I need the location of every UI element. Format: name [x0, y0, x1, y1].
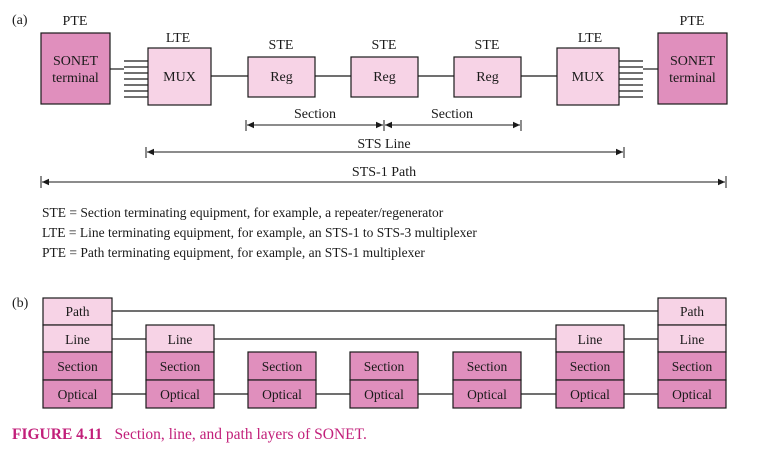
lte-label-right: LTE — [578, 31, 602, 46]
layer-section-box — [247, 351, 317, 381]
layer-line-label: Line — [65, 332, 90, 347]
sts1-path-label: STS-1 Path — [352, 165, 416, 180]
layer-optical-box — [657, 379, 727, 409]
layer-line-label: Line — [168, 332, 193, 347]
layer-line-label: Line — [578, 332, 603, 347]
layer-optical-label: Optical — [467, 387, 507, 402]
layer-section-box — [42, 351, 113, 381]
sonet-terminal-right-line1: SONET — [670, 54, 716, 69]
layer-optical-box — [42, 379, 113, 409]
definition-pte: PTE = Path terminating equipment, for ex… — [42, 245, 425, 260]
pte-label-right: PTE — [680, 14, 705, 29]
layer-optical-box — [349, 379, 419, 409]
figure-caption: FIGURE 4.11 Section, line, and path layer… — [12, 426, 367, 444]
ste-label-1: STE — [269, 38, 294, 53]
layer-stack-pte-left: Path Line Section Optical — [42, 297, 113, 409]
sonet-terminal-left — [40, 32, 111, 105]
layer-optical-label: Optical — [364, 387, 404, 402]
section-span-label-2: Section — [431, 107, 473, 122]
layer-section-box — [349, 351, 419, 381]
layer-section-label: Section — [160, 359, 201, 374]
layer-line-box — [145, 324, 215, 353]
layer-optical-label: Optical — [160, 387, 200, 402]
sonet-terminal-right — [657, 32, 728, 105]
section-span-label-1: Section — [294, 107, 336, 122]
regenerator-2-label: Reg — [373, 70, 396, 85]
ste-label-3: STE — [475, 38, 500, 53]
regenerator-3 — [453, 56, 522, 98]
lte-label-left: LTE — [166, 31, 190, 46]
layer-stack-pte-right: Path Line Section Optical — [657, 297, 727, 409]
sts-line-span-arrow — [145, 147, 625, 158]
pte-label-left: PTE — [63, 14, 88, 29]
sonet-terminal-left-line1: SONET — [53, 54, 99, 69]
layer-stack-ste-1: Section Optical — [247, 351, 317, 409]
layer-section-label: Section — [570, 359, 611, 374]
layer-optical-label: Optical — [58, 387, 98, 402]
layer-section-label: Section — [262, 359, 303, 374]
layer-path-box — [42, 297, 113, 326]
layer-optical-label: Optical — [262, 387, 302, 402]
layer-stack-lte-left: Line Section Optical — [145, 324, 215, 409]
layer-optical-label: Optical — [570, 387, 610, 402]
layer-optical-label: Optical — [672, 387, 712, 402]
part-b-label: (b) — [12, 296, 29, 311]
mux-tributary-lines-right — [619, 60, 643, 98]
layer-path-box — [657, 297, 727, 326]
layer-optical-box — [555, 379, 625, 409]
definition-lte: LTE = Line terminating equipment, for ex… — [42, 225, 477, 240]
layer-stack-ste-2: Section Optical — [349, 351, 419, 409]
mux-right-label: MUX — [572, 70, 605, 85]
layer-line-label: Line — [680, 332, 705, 347]
definition-ste: STE = Section terminating equipment, for… — [42, 205, 444, 220]
sts1-path-span-arrow — [40, 176, 727, 188]
layer-stack-ste-3: Section Optical — [452, 351, 522, 409]
layer-section-label: Section — [364, 359, 405, 374]
part-a-label: (a) — [12, 13, 28, 28]
sts-line-label: STS Line — [357, 137, 410, 152]
layer-path-label: Path — [680, 304, 704, 319]
section-span-arrows — [245, 120, 522, 131]
sonet-terminal-right-line2: terminal — [669, 71, 716, 86]
mux-left-label: MUX — [163, 70, 196, 85]
layer-optical-box — [452, 379, 522, 409]
layer-stack-lte-right: Line Section Optical — [555, 324, 625, 409]
figure-number: FIGURE 4.11 — [12, 426, 103, 443]
figure-caption-text: Section, line, and path layers of SONET. — [114, 426, 367, 443]
sonet-terminal-left-line2: terminal — [52, 71, 99, 86]
equipment-links — [110, 68, 658, 77]
layer-optical-box — [247, 379, 317, 409]
regenerator-1-label: Reg — [270, 70, 293, 85]
regenerator-1 — [247, 56, 316, 98]
mux-left — [147, 47, 212, 106]
layer-section-label: Section — [672, 359, 713, 374]
layer-optical-box — [145, 379, 215, 409]
layer-line-box — [42, 324, 113, 353]
layer-section-box — [555, 351, 625, 381]
ste-label-2: STE — [372, 38, 397, 53]
regenerator-3-label: Reg — [476, 70, 499, 85]
regenerator-2 — [350, 56, 419, 98]
layer-connection-lines — [112, 310, 658, 395]
mux-right — [556, 47, 620, 106]
mux-tributary-lines-left — [124, 60, 148, 98]
layer-section-label: Section — [467, 359, 508, 374]
layer-section-box — [657, 351, 727, 381]
layer-section-box — [452, 351, 522, 381]
layer-section-label: Section — [57, 359, 98, 374]
layer-path-label: Path — [65, 304, 89, 319]
